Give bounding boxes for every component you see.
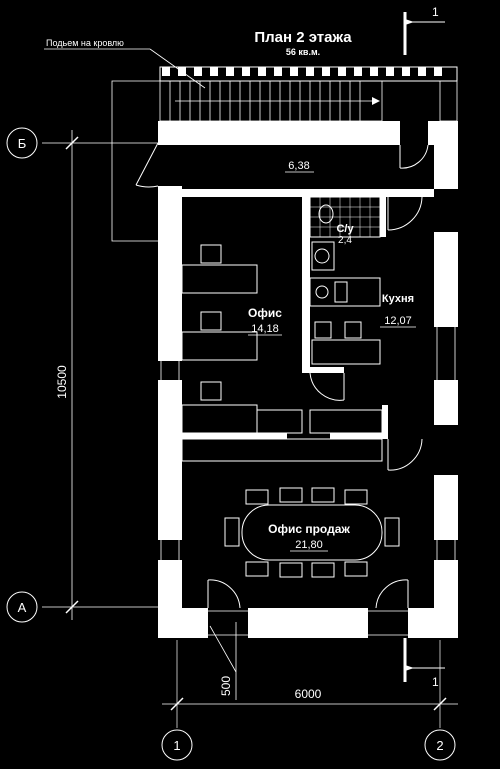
axis-label-b: Б [18,136,27,151]
room-corridor: 6,38 [285,160,314,173]
axis-bubble-a: А [6,591,38,623]
room-sales-office: Офис продаж 21,80 [268,522,350,552]
kitchen-fixtures [309,277,381,365]
axis-bubble-b: Б [6,127,38,159]
axis-bubble-2: 2 [424,729,456,761]
meeting-table [224,487,400,578]
room-name-kitchen: Кухня [382,293,414,305]
section-number-top: 1 [432,5,439,19]
dimension-offset-value: 500 [219,676,233,696]
bathroom-fixtures [309,196,381,271]
plan-title: План 2 этажа [254,29,352,46]
roof-access-label: Подьем на кровлю [46,38,124,48]
stair-to-roof [111,66,458,242]
dimension-offset: 500 [209,622,237,700]
dimension-horizontal: 6000 [162,687,458,711]
section-mark-top: 1 [403,5,445,55]
axis-grid [42,142,441,728]
room-name-bathroom: С/у [336,223,354,235]
room-bathroom: С/у 2,4 [336,223,354,246]
room-kitchen: Кухня 12,07 [380,293,416,328]
room-name-office: Офис [248,306,282,320]
doors [135,142,429,609]
section-number-bottom: 1 [432,675,439,689]
axis-label-a: А [18,600,27,615]
room-area-office: 14,18 [251,323,279,335]
dimension-vertical-value: 10500 [55,365,69,399]
room-area-sales-office: 21,80 [295,539,323,551]
room-area-bathroom: 2,4 [338,235,352,246]
dimension-horizontal-value: 6000 [295,687,322,701]
axis-label-1: 1 [173,738,180,753]
office-furniture [181,244,383,462]
dimension-vertical: 10500 [55,130,79,620]
room-office: Офис 14,18 [248,306,282,336]
room-area-kitchen: 12,07 [384,315,412,327]
walls [158,121,458,638]
axis-bubble-1: 1 [161,729,193,761]
windows [160,327,456,636]
axis-label-2: 2 [436,738,443,753]
room-name-sales-office: Офис продаж [268,522,350,536]
section-mark-bottom: 1 [403,638,445,689]
room-area-corridor: 6,38 [288,160,309,172]
plan-area-subtitle: 56 кв.м. [286,47,320,57]
